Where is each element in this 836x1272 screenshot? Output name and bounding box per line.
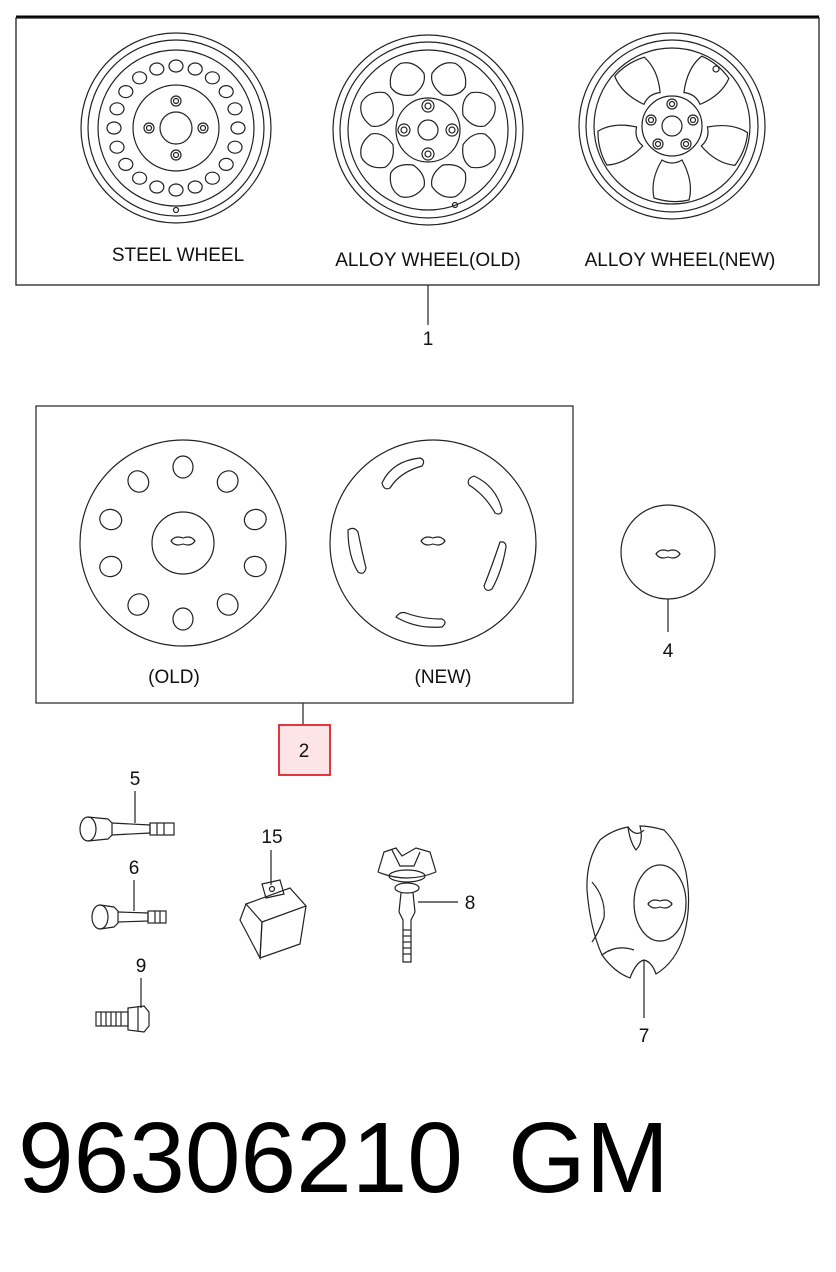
callout-15[interactable]: 15 — [261, 827, 282, 848]
callout-1[interactable]: 1 — [423, 329, 434, 350]
hub-cap-group: 7 — [586, 825, 690, 1047]
spoke-window-icon — [683, 55, 730, 106]
wheel-cover-new-icon[interactable] — [329, 439, 537, 647]
alloy-wheel-new-icon[interactable] — [578, 32, 766, 220]
bolt-pin-group: 8 — [377, 847, 476, 963]
vent-hole-icon — [204, 171, 220, 185]
vent-hole-icon — [230, 121, 246, 135]
vent-hole-icon — [187, 62, 203, 76]
cover-slot-icon — [243, 508, 267, 531]
label-alloy-wheel-old: ALLOY WHEEL(OLD) — [335, 250, 520, 271]
brand-name: GM — [508, 1102, 670, 1214]
cover-slot-icon — [216, 470, 239, 493]
vent-hole-icon — [149, 180, 165, 194]
spoke-slot-icon — [389, 164, 426, 198]
callout-2-highlight — [278, 724, 331, 776]
valve-short-icon[interactable] — [91, 904, 167, 930]
spoke-slot-icon — [389, 62, 426, 96]
wheels-group: STEEL WHEEL ALLOY WHEEL(OLD) ALLOY WHEEL… — [15, 17, 820, 350]
spoke-slot-icon — [462, 132, 496, 169]
covers-group: (OLD) (NEW) 2 — [35, 405, 574, 776]
vent-hole-icon — [227, 102, 243, 116]
vent-hole-icon — [109, 102, 125, 116]
covers-box — [35, 405, 574, 704]
wheel-bolt-group: 9 — [95, 956, 150, 1033]
vent-hole-icon — [132, 171, 148, 185]
wheel-cover-old-icon[interactable] — [79, 439, 287, 647]
label-cover-old: (OLD) — [148, 667, 200, 688]
cover-slot-icon — [216, 593, 239, 616]
valve-long-group: 5 — [79, 769, 175, 842]
spoke-window-icon — [597, 124, 644, 166]
callout-8[interactable]: 8 — [465, 893, 476, 914]
cover-slot-icon — [99, 508, 123, 531]
cover-slot-icon — [172, 607, 194, 631]
spoke-slot-icon — [430, 164, 467, 198]
vent-hole-icon — [149, 62, 165, 76]
callout-4[interactable]: 4 — [663, 641, 674, 662]
balance-weight-group: 15 — [239, 827, 308, 961]
bolt-pin-icon[interactable] — [377, 847, 437, 963]
vent-hole-icon — [168, 183, 184, 197]
steel-wheel-icon[interactable] — [80, 32, 272, 224]
vent-hole-icon — [118, 84, 134, 99]
callout-9[interactable]: 9 — [136, 956, 147, 977]
wheel-bolt-icon[interactable] — [95, 1005, 150, 1033]
valve-short-group: 6 — [91, 858, 167, 930]
callout-6[interactable]: 6 — [129, 858, 140, 879]
spoke-slot-icon — [360, 91, 394, 128]
cover-slot-icon — [99, 555, 123, 578]
callout-7[interactable]: 7 — [639, 1026, 650, 1047]
vent-hole-icon — [218, 157, 234, 171]
center-cap-icon[interactable] — [620, 504, 716, 600]
spoke-slot-icon — [462, 91, 496, 128]
valve-long-icon[interactable] — [79, 816, 175, 842]
spoke-window-icon — [614, 56, 661, 106]
hub-cap-icon[interactable] — [586, 825, 690, 979]
cover-slot-icon — [172, 455, 194, 479]
label-steel-wheel: STEEL WHEEL — [112, 245, 244, 266]
callout-5[interactable]: 5 — [130, 769, 141, 790]
balance-weight-icon[interactable] — [239, 879, 308, 961]
spoke-window-icon — [652, 159, 692, 203]
cover-slot-icon — [127, 593, 150, 616]
spoke-window-icon — [700, 125, 749, 166]
vent-hole-icon — [168, 59, 184, 73]
vent-hole-icon — [118, 157, 134, 171]
spoke-slot-icon — [360, 132, 394, 169]
vent-hole-icon — [227, 140, 243, 154]
wheels-box — [15, 17, 820, 286]
center-cap-group: 4 — [620, 504, 716, 662]
vent-hole-icon — [132, 71, 148, 85]
vent-hole-icon — [204, 71, 220, 85]
alloy-wheel-old-icon[interactable] — [332, 34, 524, 226]
vent-hole-icon — [106, 121, 122, 135]
cover-slot-icon — [127, 470, 150, 493]
vent-hole-icon — [218, 84, 234, 99]
vent-hole-icon — [187, 180, 203, 194]
cover-slot-icon — [243, 555, 267, 578]
vent-hole-icon — [109, 140, 125, 154]
spoke-slot-icon — [430, 62, 467, 96]
callout-2[interactable]: 2 — [299, 741, 310, 762]
part-number: 96306210 — [18, 1102, 463, 1214]
label-alloy-wheel-new: ALLOY WHEEL(NEW) — [585, 250, 776, 271]
label-cover-new: (NEW) — [415, 667, 472, 688]
